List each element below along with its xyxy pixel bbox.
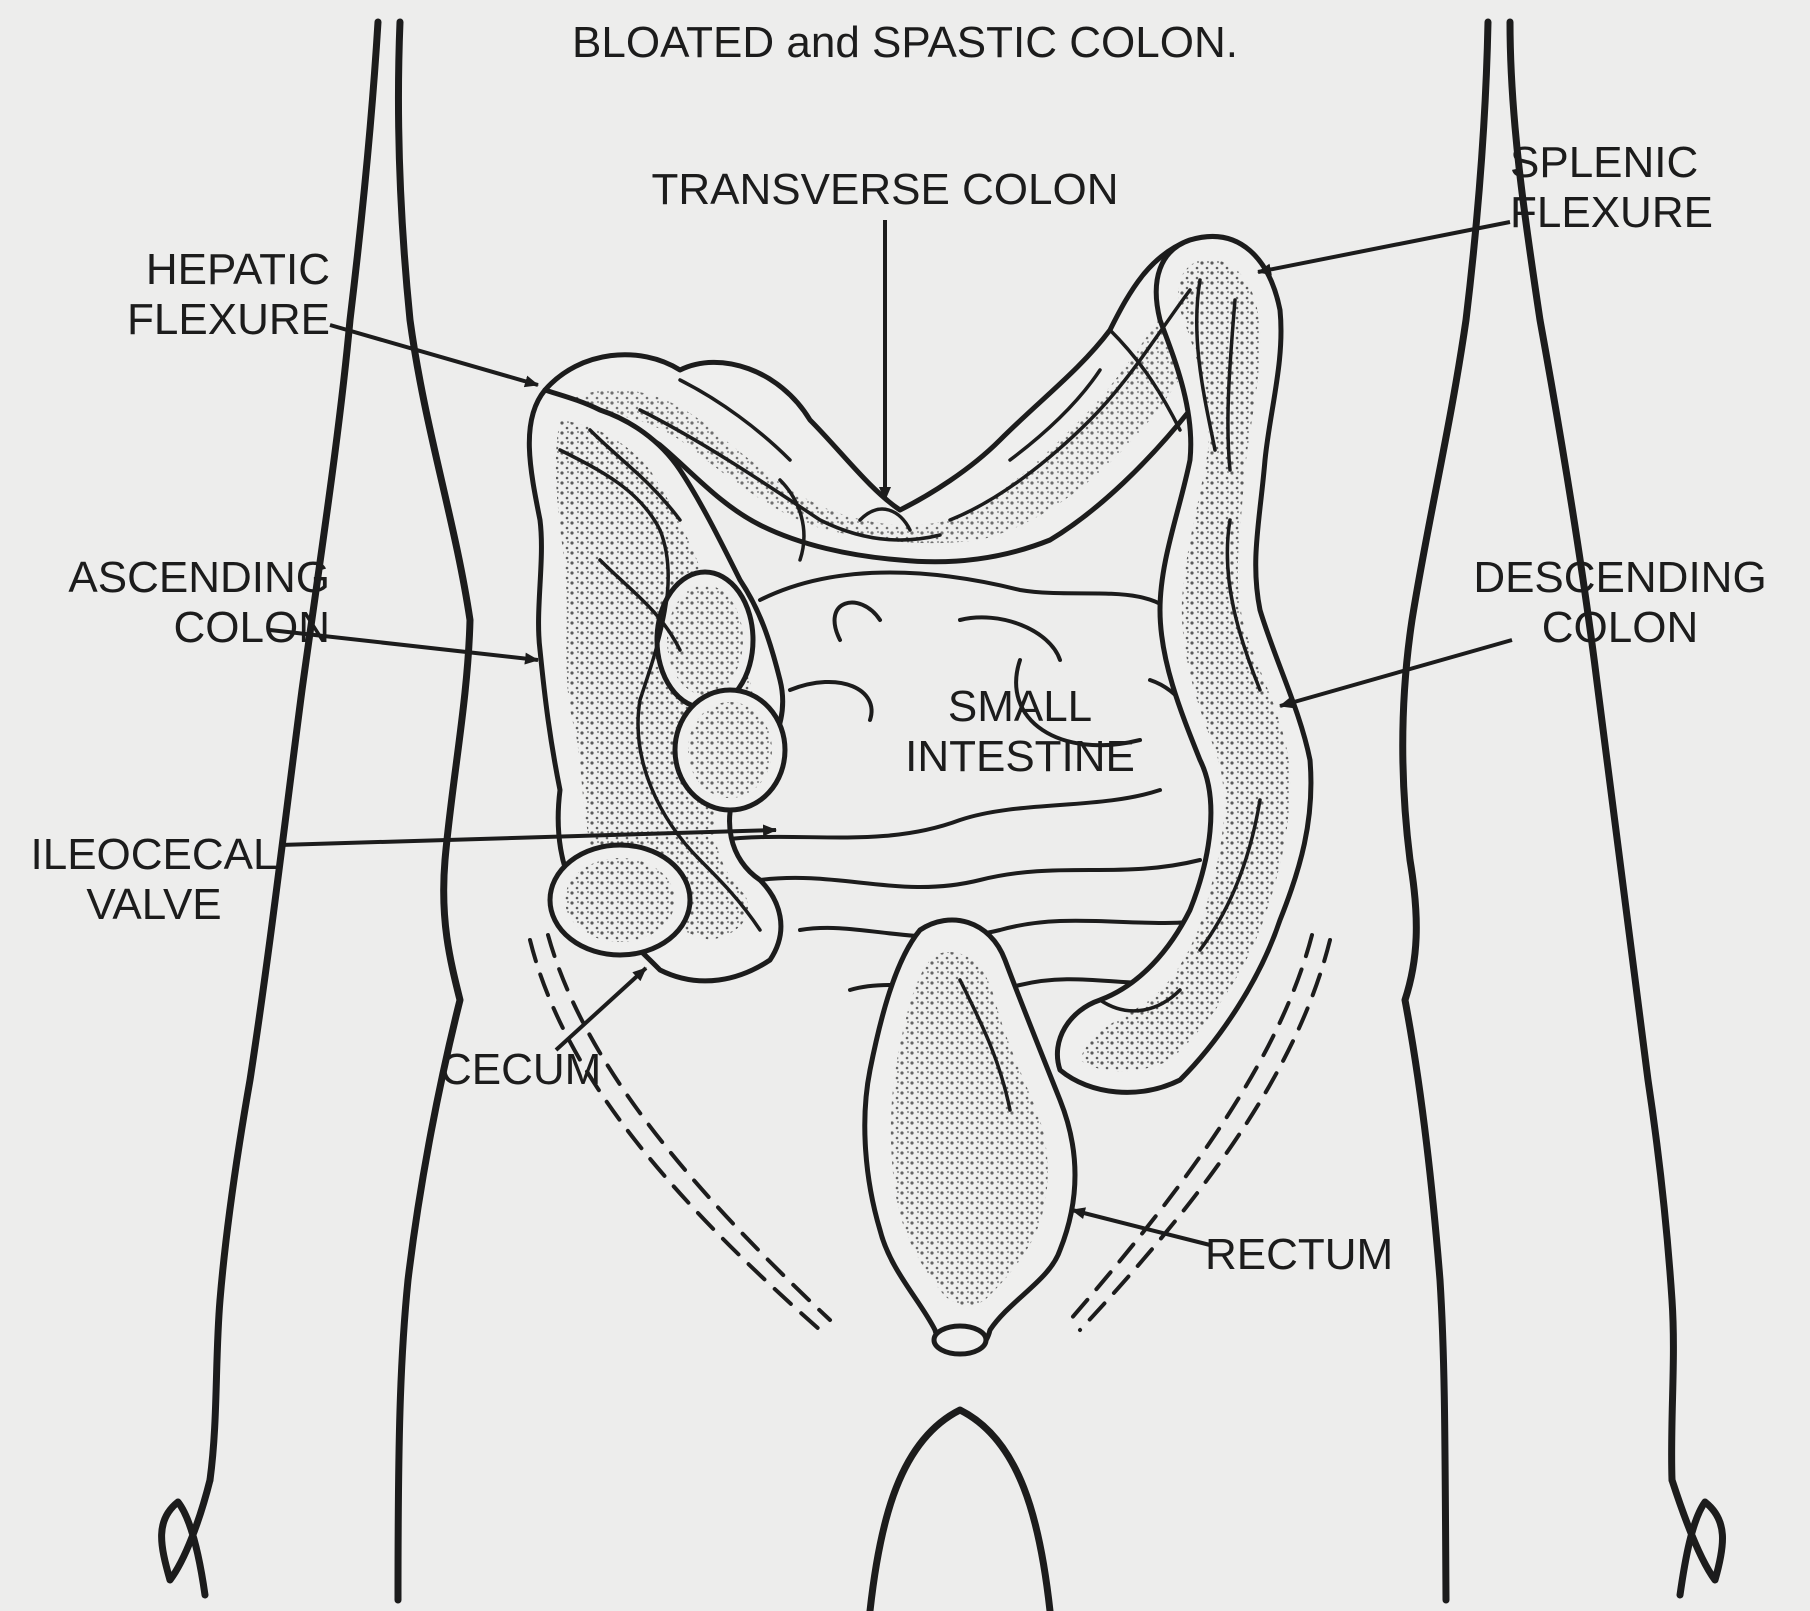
title-text: BLOATED and SPASTIC COLON.: [490, 18, 1320, 68]
right-hand: [1672, 1480, 1723, 1595]
label-descending-colon: DESCENDING COLON: [1440, 553, 1800, 653]
label-ileocecal-valve: ILEOCECAL VALVE: [4, 830, 304, 930]
arrow-hepatic-flexure: [330, 325, 538, 385]
label-cecum: CECUM: [440, 1045, 660, 1095]
label-rectum: RECTUM: [1205, 1230, 1445, 1280]
rectum-opening: [934, 1326, 986, 1354]
label-hepatic-flexure: HEPATIC FLEXURE: [70, 245, 330, 345]
torso-left-inner: [398, 22, 470, 1600]
crotch-outline: [870, 1410, 1050, 1611]
arrow-cecum: [556, 968, 646, 1050]
torso-right-outer: [1403, 22, 1488, 1600]
label-splenic-flexure: SPLENIC FLEXURE: [1510, 138, 1770, 238]
label-transverse-colon: TRANSVERSE COLON: [600, 165, 1170, 215]
torso-right-inner: [1510, 22, 1673, 1480]
torso-left-outer: [210, 22, 378, 1480]
arrow-rectum: [1072, 1210, 1210, 1245]
label-ascending-colon: ASCENDING COLON: [10, 553, 330, 653]
torso-outline: [162, 22, 1723, 1611]
left-hand: [162, 1480, 210, 1595]
label-small-intestine: SMALL INTESTINE: [880, 682, 1160, 782]
diagram-title: BLOATED and SPASTIC COLON.: [490, 18, 1320, 68]
colon: [529, 236, 1311, 1354]
